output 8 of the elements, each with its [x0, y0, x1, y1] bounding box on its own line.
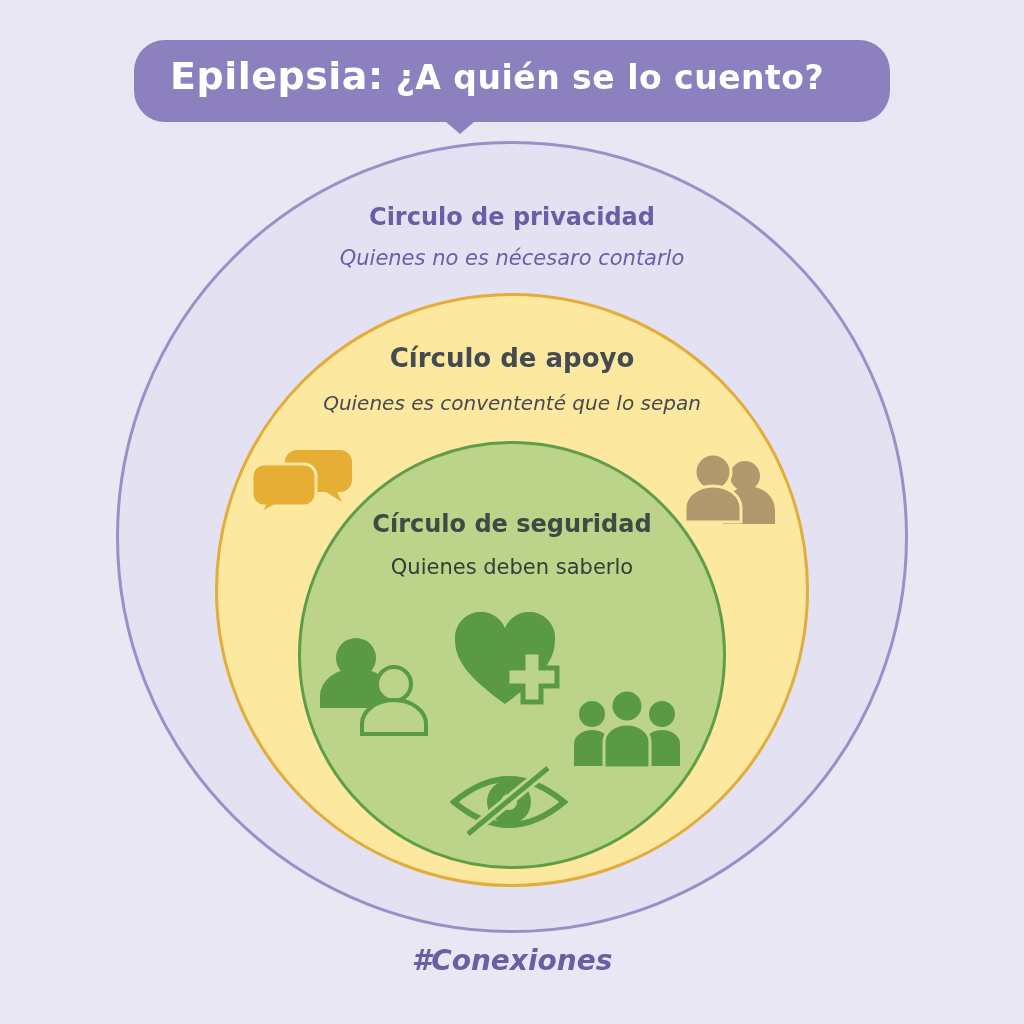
circle-heading: Circulo de privacidad — [369, 203, 655, 231]
circle-description: Quienes deben saberlo — [390, 555, 634, 579]
circle-description: Quienes es convententé que lo sepan — [323, 391, 701, 415]
circle-description: Quienes no es nécesaro contarlo — [339, 246, 685, 270]
title: Epilepsia: ¿A quién se lo cuento? — [170, 54, 825, 98]
circle-heading: Círculo de seguridad — [372, 510, 652, 538]
circle-heading: Círculo de apoyo — [389, 343, 635, 373]
hashtag: #Conexiones — [410, 944, 614, 977]
